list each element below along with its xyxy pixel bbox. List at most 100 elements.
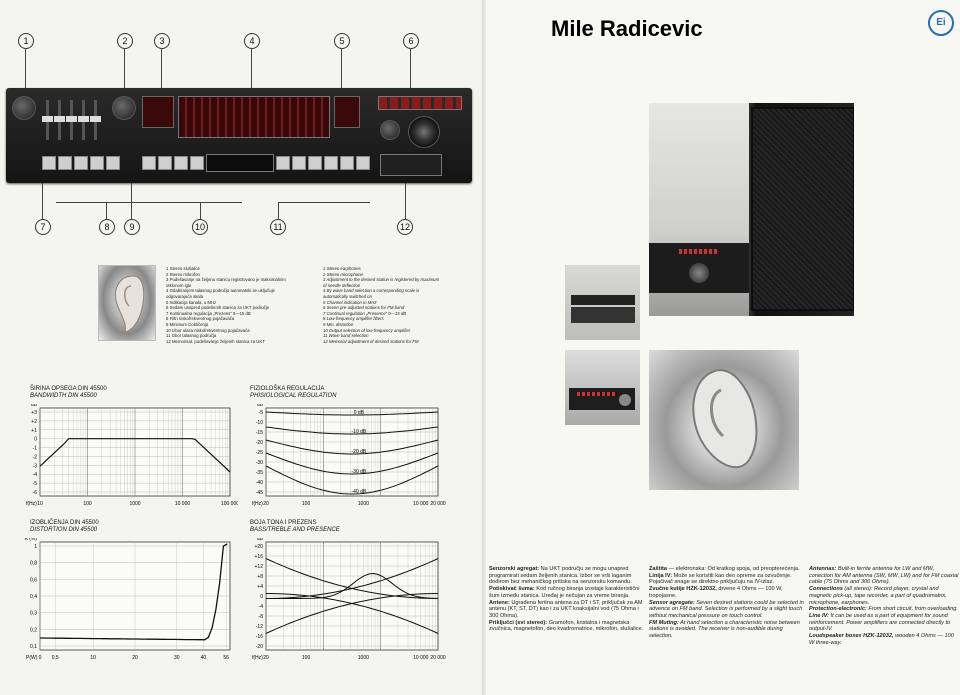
y-tick-label: +4	[257, 584, 263, 590]
paragraph-text: Built-in ferrite antenna for LW and MW, …	[809, 566, 959, 586]
y-tick-label: -12	[256, 624, 263, 630]
input-button-1	[142, 156, 156, 170]
x-tick-label: 100	[302, 655, 311, 661]
right-page: Mile Radicevic Ei Senzorski agregat: Na …	[486, 0, 960, 695]
leader-11h	[278, 202, 370, 203]
main-dial-icon	[408, 116, 440, 148]
page-title: Mile Radicevic	[551, 16, 703, 41]
leader-8	[106, 202, 107, 219]
x-tick-label: 0	[39, 655, 42, 661]
paragraph-heading: Zvučne kutije HZK-12032,	[649, 586, 717, 593]
loudness-curve	[265, 426, 439, 435]
leader-7	[42, 183, 43, 219]
speaker-grille	[751, 107, 854, 311]
leader-6	[410, 48, 411, 90]
paragraph-text: Gramofon, kristalna i magnetska zvučnica…	[489, 619, 644, 633]
speaker-photo	[649, 103, 854, 316]
band-button-3	[308, 156, 322, 170]
x-tick-label: 20	[263, 501, 269, 507]
slider-2	[54, 100, 65, 140]
y-axis-label: dB	[257, 404, 264, 408]
receiver-leds	[679, 249, 719, 254]
paragraph-heading: Zaštita	[649, 566, 668, 572]
tuning-meter	[142, 96, 174, 128]
x-tick-label: 30	[174, 655, 180, 661]
paragraph-heading: Antene:	[489, 599, 510, 606]
receiver-small-2-knob-icon	[619, 394, 631, 406]
curve-label: -30 dB	[352, 469, 367, 475]
receiver-small-photo-2	[565, 350, 640, 425]
text-paragraph: Senzorski agregat: Na UKT području se mo…	[489, 566, 644, 586]
legend-line: otklonom igle	[166, 282, 192, 288]
tone-curve	[266, 558, 439, 599]
loudness-curve	[265, 439, 439, 455]
curve-label: -40 dB	[352, 489, 367, 495]
x-tick-label: 10	[37, 501, 43, 507]
legend-line: 7 Continual regulation „Presence“ 0—15 d…	[323, 310, 407, 316]
filter-button-5	[106, 156, 120, 170]
text-paragraph: Sensor agregate: Seven desired stations …	[649, 600, 804, 620]
legend-line: 9 Minimum izobličenja	[166, 321, 209, 327]
legend-line: 3 Adjustment to the desired station is r…	[323, 277, 440, 283]
x-tick-label: 1000	[358, 655, 369, 661]
legend-line: 8 Low-frequency amplifier filters	[323, 316, 384, 322]
x-tick-label: 20	[263, 655, 269, 661]
callout-12: 12	[397, 219, 413, 235]
input-button-3	[174, 156, 188, 170]
x-tick-label: 20	[132, 655, 138, 661]
callout-5: 5	[334, 33, 350, 49]
y-tick-label: 0,6	[30, 577, 37, 583]
y-tick-label: 0	[34, 437, 37, 443]
receiver-small-2-body	[569, 388, 635, 410]
x-tick-label: 40	[201, 655, 207, 661]
paragraph-heading: Line IV:	[809, 612, 829, 619]
y-tick-label: -16	[256, 634, 263, 640]
distortion-title-sr: IZOBLIČENJA DIN 45500	[30, 520, 99, 526]
receiver-small-photo-1	[565, 265, 640, 340]
legend-line: 9 Min. distortion	[323, 321, 354, 327]
paragraph-heading: Protection-electronic:	[809, 606, 867, 613]
text-paragraph: Antennas: Built-in ferrite antenna for L…	[809, 566, 959, 586]
physiological-title: FIZIOLOŠKA REGULACIJA PHISIOLOGICAL REGU…	[250, 386, 336, 400]
y-tick-label: 0,1	[30, 644, 37, 650]
filter-button-4	[90, 156, 104, 170]
bandwidth-title-sr: ŠIRINA OPSEGA DIN 45500	[30, 386, 107, 392]
x-tick-label: 100 000	[221, 501, 238, 507]
legend-line: 8 Filtri niskofrekventnog pojačavača	[166, 316, 235, 322]
y-tick-label: 0,4	[30, 594, 37, 600]
earphone-jack-icon	[12, 96, 36, 120]
legend-line: 3 Podešavanje na željenu stanicu registr…	[166, 277, 286, 283]
y-tick-label: -10	[256, 420, 263, 426]
tone-curve	[266, 572, 439, 599]
y-tick-label: +12	[255, 564, 264, 570]
ear-icon	[115, 275, 145, 333]
slider-4	[78, 100, 89, 140]
paragraph-text: It can be used as a part of equipment fo…	[809, 612, 951, 633]
loudness-curve	[265, 452, 439, 475]
y-tick-label: -20	[256, 644, 263, 650]
text-paragraph: Zvučne kutije HZK-12032, drvene 4 Ohms —…	[649, 586, 804, 599]
x-tick-label: 10 000	[413, 501, 429, 507]
legend-line: 10 Output selection of low-frequency amp…	[323, 327, 411, 333]
legend-line: 4 By wave band selection a corresponding…	[323, 288, 420, 294]
y-axis-label: dB	[31, 404, 38, 408]
callout-7: 7	[35, 219, 51, 235]
band-button-4	[324, 156, 338, 170]
physiological-title-sr: FIZIOLOŠKA REGULACIJA	[250, 386, 325, 392]
y-tick-label: +2	[31, 419, 37, 425]
distortion-title: IZOBLIČENJA DIN 45500 DISTORTION DIN 455…	[30, 520, 99, 534]
legend-line: 6 Sedam unapred podešenih stanica za UKT…	[166, 305, 270, 311]
leader-9	[131, 183, 132, 219]
y-tick-label: -35	[256, 470, 263, 476]
ei-logo-icon: Ei	[928, 10, 954, 36]
x-tick-label: 10	[90, 655, 96, 661]
text-paragraph: Antene: Ugrađena feritna antena za DT i …	[489, 600, 644, 620]
curve-label: 0 dB	[354, 410, 365, 416]
callout-9: 9	[124, 219, 140, 235]
curve-label: -20 dB	[352, 449, 367, 455]
text-paragraph: Zaštita — elektronska: Od kratkog spoja,…	[649, 566, 804, 573]
